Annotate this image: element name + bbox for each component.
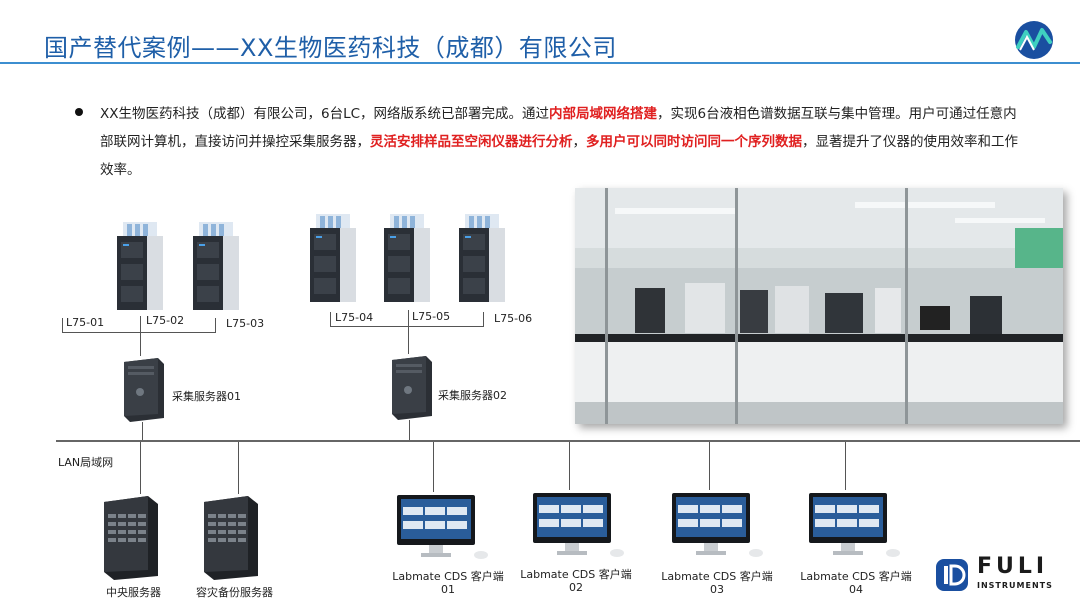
connector-line	[845, 442, 846, 490]
brand-sub: INSTRUMENTS	[977, 581, 1053, 590]
central-server-icon	[100, 494, 162, 580]
client-label-name: Labmate CDS 客户端	[383, 570, 513, 583]
highlight-multiuser: 多用户可以同时访问同一个序列数据	[586, 134, 802, 150]
instrument-label: L75-04	[335, 311, 373, 324]
client-label: Labmate CDS 客户端 02	[511, 568, 641, 594]
instrument-label: L75-05	[412, 310, 450, 323]
company-logo-icon	[1012, 20, 1056, 60]
hplc-instrument-icon	[115, 222, 165, 312]
acquisition-server-label: 采集服务器02	[438, 387, 507, 403]
bullet-icon	[75, 108, 83, 116]
highlight-flexible: 灵活安排样品至空闲仪器进行分析	[370, 134, 573, 150]
hplc-instrument-icon	[382, 214, 432, 304]
connector-line	[709, 442, 710, 490]
client-label-number: 04	[791, 583, 921, 596]
client-label: Labmate CDS 客户端 03	[652, 570, 782, 596]
lab-photo	[575, 188, 1063, 424]
highlight-lan: 内部局域网络搭建	[549, 106, 657, 122]
lan-bus-line	[56, 440, 1080, 442]
hplc-instrument-icon	[457, 214, 507, 304]
client-label: Labmate CDS 客户端 04	[791, 570, 921, 596]
connector-line	[140, 316, 141, 332]
client-label: Labmate CDS 客户端 01	[383, 570, 513, 596]
connector-line	[433, 442, 434, 492]
client-computer-icon	[395, 493, 491, 561]
connector-line	[408, 310, 409, 326]
client-computer-icon	[670, 491, 766, 559]
client-label-name: Labmate CDS 客户端	[652, 570, 782, 583]
desc-text-3: ，	[573, 134, 587, 150]
connector-line	[483, 312, 484, 326]
brand-name: FULI	[977, 554, 1048, 579]
fuli-brand-logo: FULI INSTRUMENTS	[935, 558, 1065, 594]
client-label-name: Labmate CDS 客户端	[511, 568, 641, 581]
connector-line	[215, 318, 216, 332]
acquisition-server-label: 采集服务器01	[172, 388, 241, 404]
connector-line	[569, 442, 570, 490]
connector-line	[408, 326, 409, 354]
desc-text-1: XX生物医药科技（成都）有限公司，6台LC，网络版系统已部署完成。通过	[100, 106, 549, 122]
connector-line	[330, 326, 484, 327]
connector-line	[330, 312, 331, 326]
page-title: 国产替代案例——XX生物医药科技（成都）有限公司	[44, 28, 617, 63]
connector-line	[62, 332, 216, 333]
instrument-label: L75-02	[146, 314, 184, 327]
title-divider	[0, 62, 1080, 64]
hplc-instrument-icon	[308, 214, 358, 304]
connector-line	[142, 422, 143, 440]
central-server-label: 中央服务器	[106, 584, 161, 600]
connector-line	[238, 442, 239, 494]
fuli-emblem-icon	[935, 558, 969, 592]
connector-line	[409, 420, 410, 440]
client-label-name: Labmate CDS 客户端	[791, 570, 921, 583]
client-label-number: 02	[511, 581, 641, 594]
connector-line	[140, 442, 141, 494]
instrument-label: L75-03	[226, 317, 264, 330]
instrument-label: L75-01	[66, 316, 104, 329]
acquisition-server-icon	[118, 356, 168, 422]
client-label-number: 03	[652, 583, 782, 596]
backup-server-label: 容灾备份服务器	[196, 584, 273, 600]
backup-server-icon	[200, 494, 262, 580]
acquisition-server-icon	[386, 354, 436, 420]
connector-line	[62, 318, 63, 332]
client-computer-icon	[531, 491, 627, 559]
instrument-label: L75-06	[494, 312, 532, 325]
lan-label: LAN局域网	[58, 454, 113, 470]
connector-line	[140, 332, 141, 356]
description-paragraph: XX生物医药科技（成都）有限公司，6台LC，网络版系统已部署完成。通过内部局域网…	[100, 100, 1025, 184]
client-computer-icon	[807, 491, 903, 559]
client-label-number: 01	[383, 583, 513, 596]
hplc-instrument-icon	[191, 222, 241, 312]
